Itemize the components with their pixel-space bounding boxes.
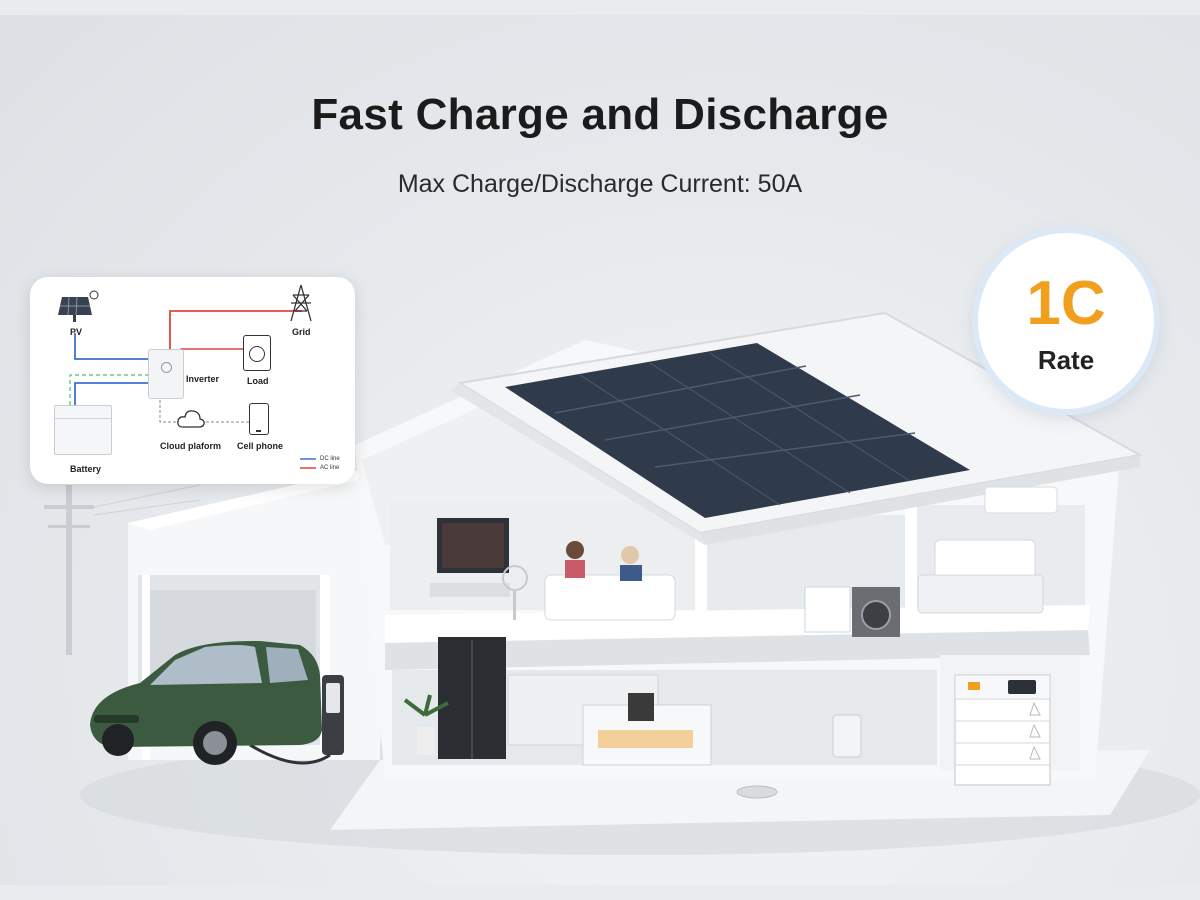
load-label: Load	[247, 376, 269, 386]
promo-image: Fast Charge and Discharge Max Charge/Dis…	[0, 15, 1200, 885]
cell-phone-label: Cell phone	[237, 441, 284, 451]
pv-label: PV	[70, 327, 83, 337]
inverter-label: Inverter	[186, 374, 220, 384]
washing-machine-icon	[243, 335, 271, 371]
home-battery-icon	[954, 674, 1051, 786]
house-illustration	[44, 311, 1200, 855]
charge-rate-badge: 1C Rate	[978, 233, 1154, 409]
cloud-label: Cloud plaform	[160, 441, 221, 451]
sun-icon	[89, 290, 99, 300]
inverter-icon	[148, 349, 184, 399]
power-pole-icon	[44, 484, 201, 655]
electric-car-icon	[90, 640, 322, 765]
system-diagram-card: PV Grid Inverter Load Battery Cloud plaf…	[30, 277, 355, 484]
legend-ac-line: AC line	[320, 465, 340, 471]
air-conditioner-icon	[984, 486, 1058, 514]
ev-charger-icon	[249, 675, 344, 765]
power-tower-icon	[290, 284, 312, 322]
page-subtitle: Max Charge/Discharge Current: 50A	[397, 170, 803, 198]
laundry-room	[804, 586, 900, 637]
battery-icon	[54, 405, 112, 455]
grid-label: Grid	[292, 327, 311, 337]
robot-vacuum-icon	[736, 785, 778, 799]
bedroom	[917, 539, 1044, 614]
page-title: Fast Charge and Discharge	[311, 90, 889, 139]
cell-phone-icon	[249, 403, 269, 435]
solar-panels	[505, 343, 970, 518]
kitchen	[403, 637, 712, 766]
cloud-icon	[177, 410, 205, 428]
charge-rate-value: 1C	[1026, 269, 1106, 338]
solar-panel-icon	[58, 290, 99, 322]
robot-vacuum-dock-icon	[832, 714, 862, 758]
living-room	[430, 518, 676, 621]
charge-rate-label: Rate	[1037, 345, 1095, 375]
system-diagram-lines	[69, 310, 316, 469]
legend-dc-line: DC line	[320, 456, 340, 462]
battery-label: Battery	[70, 464, 102, 474]
